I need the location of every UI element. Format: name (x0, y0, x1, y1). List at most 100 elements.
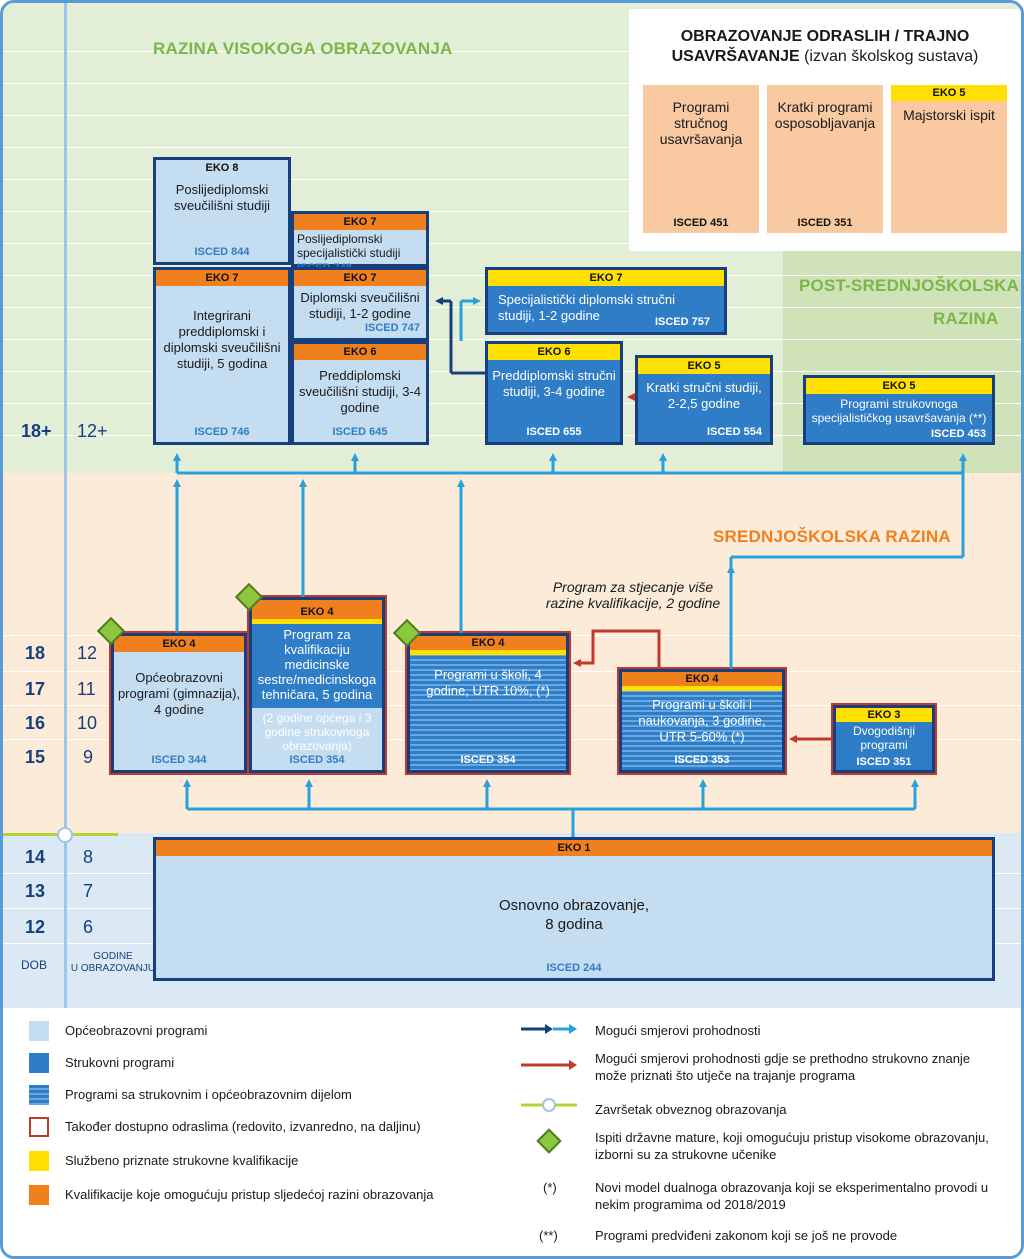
years-header-line2: U OBRAZOVANJU (70, 963, 156, 974)
legend-recognised-pathways: Mogući smjerovi prohodnosti gdje se pret… (595, 1051, 971, 1083)
dvog-isced: ISCED 351 (856, 756, 912, 768)
eko7-integ-isced: ISCED 746 (194, 426, 250, 438)
adult-box-majstorski-eko: EKO 5 (891, 85, 1007, 101)
box-eko5-specijalisticko: EKO 5 Programi strukovnoga specijalistič… (803, 375, 995, 445)
legend-swatch-recognised (29, 1151, 49, 1171)
age-axis-line (64, 3, 67, 1008)
higher-level-title: RAZINA VISOKOGA OBRAZOVANJA (153, 39, 453, 58)
gimn-text: Općeobrazovni programi (gimnazija), 4 go… (117, 670, 241, 717)
eko7-spec-text: Poslijediplomski specijalistički studiji (297, 232, 401, 260)
compulsory-end-marker (57, 827, 73, 843)
eko7-strucni-text: Specijalistički diplomski stručni studij… (498, 292, 675, 323)
box-eko8-postgrad: EKO 8 Poslijediplomski sveučilišni studi… (153, 157, 291, 265)
eko8-label: EKO 8 (156, 160, 288, 176)
age-12: 12 (25, 917, 46, 937)
eko7-integ-label: EKO 7 (156, 270, 288, 286)
skola3-text: Programi u školi i naukovanja, 3 godine,… (638, 697, 766, 744)
legend-swatch-general (29, 1021, 49, 1041)
eko5-kratki-isced: ISCED 554 (706, 426, 762, 438)
bridge-program-label: Program za stjecanje više razine kvalifi… (545, 579, 721, 611)
years-7: 7 (83, 881, 94, 901)
years-6: 6 (83, 917, 94, 937)
age-16: 16 (25, 713, 46, 733)
legend-mixed: Programi sa strukovnim i općeobrazovnim … (65, 1087, 352, 1102)
legend-double-star-symbol: (**) (539, 1228, 558, 1243)
adult-box-strucno-isced: ISCED 451 (673, 217, 729, 229)
eko8-isced: ISCED 844 (194, 246, 250, 258)
box-eko7-diplomski: EKO 7 Diplomski sveučilišni studiji, 1-2… (291, 267, 429, 341)
eko7-integ-text: Integrirani preddiplomski i diplomski sv… (163, 308, 281, 371)
box-gimnazija: EKO 4 Općeobrazovni programi (gimnazija)… (109, 631, 249, 775)
legend-dual-model: Novi model dualnoga obrazovanja koji se … (595, 1180, 989, 1212)
skola3-isced: ISCED 353 (674, 754, 730, 766)
skola3-label: EKO 4 (622, 672, 782, 686)
adult-box-majstorski: EKO 5 Majstorski ispit (891, 85, 1007, 233)
dvog-label: EKO 3 (836, 708, 932, 722)
eko7-dipl-label: EKO 7 (294, 270, 426, 286)
legend-access: Kvalifikacije koje omogućuju pristup slj… (65, 1187, 434, 1202)
years-12plus: 12+ (77, 421, 108, 441)
sestre-sub: (2 godine općega i 3 godine strukovnoga … (262, 711, 372, 753)
age-15: 15 (25, 747, 46, 767)
box-programi-skola-4: EKO 4 Programi u školi, 4 godine, UTR 10… (405, 631, 571, 775)
osnovno-label: EKO 1 (156, 840, 992, 856)
osnovno-text-line2: 8 godina (545, 916, 603, 933)
post-secondary-title-2: RAZINA (933, 309, 999, 328)
legend-not-implemented: Programi predviđeni zakonom koji se još … (595, 1228, 898, 1243)
eko7-strucni-label: EKO 7 (488, 270, 724, 286)
adult-box-majstorski-text: Majstorski ispit (903, 107, 995, 123)
legend-pathways: Mogući smjerovi prohodnosti (595, 1023, 761, 1038)
adult-title-line1: OBRAZOVANJE ODRASLIH / TRAJNO (680, 28, 970, 45)
eko6-pred-isced: ISCED 645 (332, 426, 388, 438)
box-eko6-preddiplomski: EKO 6 Preddiplomski sveučilišni studiji,… (291, 341, 429, 445)
legend-swatch-adults (29, 1117, 49, 1137)
box-medicinske-sestre: EKO 4 Program za kvalifikaciju medicinsk… (247, 595, 387, 775)
box-eko7-strucni: EKO 7 Specijalistički diplomski stručni … (485, 267, 727, 335)
skola4-label: EKO 4 (410, 636, 566, 650)
adult-box-kratki-text: Kratki programi osposobljavanja (774, 99, 876, 131)
legend-vocational: Strukovni programi (65, 1055, 175, 1070)
legend-recognised: Službeno priznate strukovne kvalifikacij… (65, 1153, 299, 1168)
eko6-pred-text: Preddiplomski sveučilišni studiji, 3-4 g… (298, 368, 422, 415)
eko8-text: Poslijediplomski sveučilišni studiji (173, 182, 271, 213)
eko5-kratki-label: EKO 5 (638, 358, 770, 374)
osnovno-isced: ISCED 244 (546, 962, 602, 974)
years-11: 11 (77, 679, 96, 699)
adult-title-line2: USAVRŠAVANJE (671, 48, 800, 65)
sestre-text: Program za kvalifikaciju medicinske sest… (252, 624, 382, 708)
osnovno-text: Osnovno obrazovanje, 8 godina (156, 896, 992, 934)
eko6-strucni-label: EKO 6 (488, 344, 620, 360)
box-osnovno-obrazovanje: EKO 1 Osnovno obrazovanje, 8 godina ISCE… (153, 837, 995, 981)
eko6-strucni-text: Preddiplomski stručni studiji, 3-4 godin… (492, 368, 616, 399)
gimn-label: EKO 4 (114, 636, 244, 652)
age-18: 18 (25, 643, 46, 663)
years-9: 9 (83, 747, 94, 767)
legend-compulsory-end: Završetak obveznog obrazovanja (595, 1102, 787, 1117)
pathway-arrows (173, 297, 967, 837)
adult-box-kratki-isced: ISCED 351 (797, 217, 853, 229)
legend-symbols (521, 1024, 577, 1154)
age-14: 14 (25, 847, 46, 867)
box-eko6-strucni: EKO 6 Preddiplomski stručni studiji, 3-4… (485, 341, 623, 445)
adult-box-strucno-text: Programi stručnog usavršavanja (659, 99, 743, 147)
age-13: 13 (25, 881, 46, 901)
age-17: 17 (25, 679, 46, 699)
years-column-header: GODINE U OBRAZOVANJU (67, 951, 159, 975)
sestre-label: EKO 4 (252, 605, 382, 619)
legend-star-symbol: (*) (543, 1180, 557, 1195)
age-18plus: 18+ (21, 421, 52, 441)
eko5-spec-text: Programi strukovnoga specijalističkog us… (811, 397, 987, 425)
eko7-dipl-isced: ISCED 747 (364, 322, 420, 334)
eko5-kratki-text: Kratki stručni studiji, 2-2,5 godine (646, 380, 762, 411)
eko7-spec-label: EKO 7 (294, 214, 426, 230)
gimn-isced: ISCED 344 (151, 754, 207, 766)
box-eko7-integrirani: EKO 7 Integrirani preddiplomski i diplom… (153, 267, 291, 445)
adult-box-kratki: Kratki programi osposobljavanja ISCED 35… (767, 85, 883, 233)
legend-area (3, 1008, 1021, 1256)
dvog-text: Dvogodišnji programi (852, 724, 916, 752)
osnovno-text-line1: Osnovno obrazovanje, (498, 897, 650, 914)
years-10: 10 (77, 713, 98, 733)
legend-swatch-access (29, 1185, 49, 1205)
